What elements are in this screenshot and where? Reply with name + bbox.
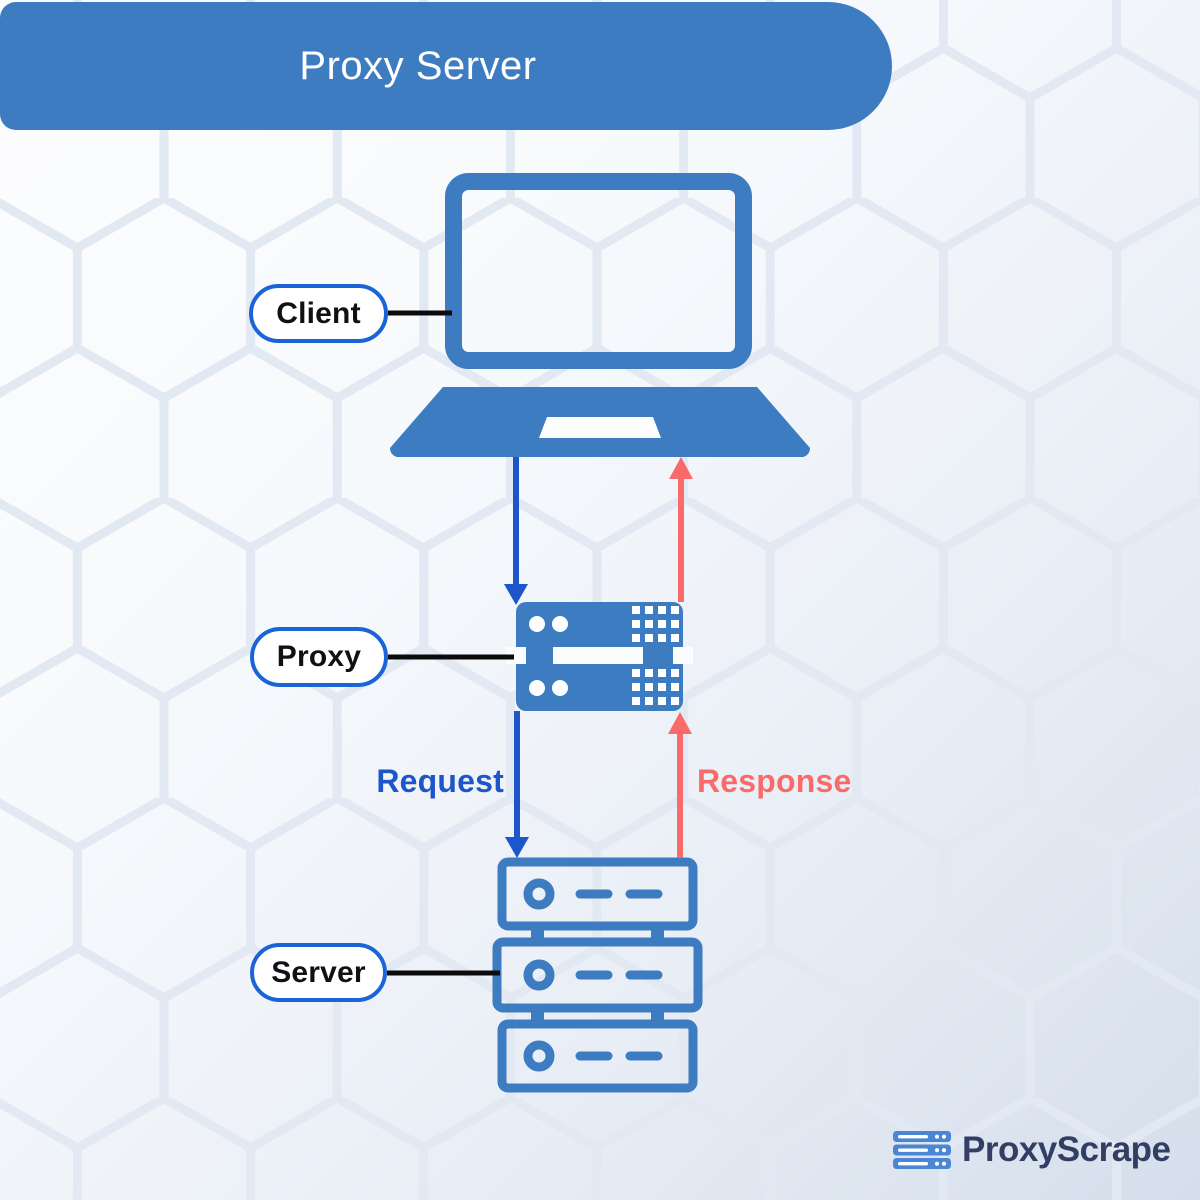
title-bar: Proxy Server xyxy=(0,2,892,130)
request-arrows xyxy=(504,457,529,858)
laptop-screen xyxy=(445,173,752,369)
request-arrowhead-upper xyxy=(504,584,528,605)
request-label: Request xyxy=(376,763,504,799)
logo-text: ProxyScrape xyxy=(962,1130,1171,1169)
proxy-label: Proxy xyxy=(276,640,362,673)
server-label-pill: Server xyxy=(250,943,387,1002)
response-arrowhead-lower xyxy=(668,712,692,734)
response-arrows xyxy=(668,457,693,858)
proxyscrape-logo: ProxyScrape xyxy=(893,1128,1171,1172)
server-label: Server xyxy=(271,955,366,989)
proxy-label-pill: Proxy xyxy=(250,627,388,687)
client-label-pill: Client xyxy=(249,284,388,343)
server-rack-logo-icon xyxy=(893,1131,951,1169)
laptop-touchpad-notch xyxy=(539,417,661,438)
request-arrowhead-lower xyxy=(505,837,529,858)
proxy-device-icon xyxy=(506,602,693,711)
laptop-icon xyxy=(389,173,811,457)
server-rack-icon xyxy=(492,857,703,1093)
page-title: Proxy Server xyxy=(299,43,537,88)
client-label: Client xyxy=(276,296,361,330)
response-label: Response xyxy=(697,763,852,799)
response-arrowhead-upper xyxy=(669,457,693,479)
